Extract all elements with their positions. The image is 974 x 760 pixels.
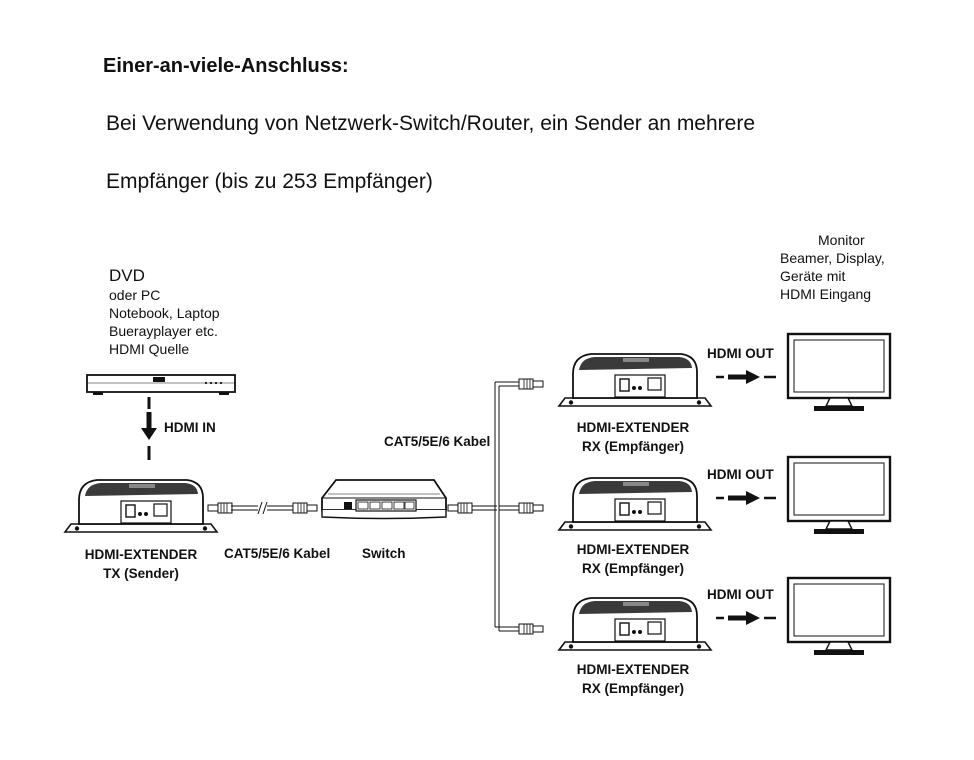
monitor-icon [786, 455, 892, 536]
rx-extender [558, 353, 712, 407]
hdmi-out-arrow [716, 491, 776, 505]
tx-label: HDMI-EXTENDER TX (Sender) [71, 545, 211, 583]
display-note-line: Geräte mit [780, 268, 846, 284]
source-line: oder PC [109, 287, 161, 303]
display-note-line: Monitor [818, 232, 865, 248]
hdmi-in-arrow [141, 397, 157, 460]
cable-tx-switch [207, 501, 318, 515]
hdmi-in-label: HDMI IN [164, 420, 216, 435]
intro-line-1: Bei Verwendung von Netzwerk-Switch/Route… [106, 112, 756, 135]
dvd-player [86, 374, 236, 395]
tx-extender [64, 479, 218, 533]
source-title: DVD [109, 266, 145, 285]
network-switch [321, 479, 447, 520]
rx-label-line: RX (Empfänger) [581, 439, 684, 454]
hdmi-out-label: HDMI OUT [707, 346, 774, 361]
intro-line-2: Empfänger (bis zu 253 Empfänger) [106, 170, 433, 193]
rx-label-line: HDMI-EXTENDER [576, 420, 690, 435]
display-note: Monitor Beamer, Display, Geräte mit HDMI… [780, 231, 910, 303]
rx-label: HDMI-EXTENDER RX (Empfänger) [563, 660, 703, 698]
tx-label-line: HDMI-EXTENDER [84, 547, 198, 562]
rx-label-line: RX (Empfänger) [581, 561, 684, 576]
monitor-icon [786, 332, 892, 413]
cable-switch-receivers [447, 378, 544, 635]
hdmi-out-arrow [716, 370, 776, 384]
source-line: HDMI Quelle [109, 341, 190, 357]
page-title: Einer-an-viele-Anschluss: [103, 55, 349, 77]
rx-extender [558, 597, 712, 651]
rx-label-line: HDMI-EXTENDER [576, 542, 690, 557]
source-line: Notebook, Laptop [109, 305, 220, 321]
rx-label-line: HDMI-EXTENDER [576, 662, 690, 677]
hdmi-out-arrow [716, 611, 776, 625]
monitor-icon [786, 576, 892, 657]
hdmi-out-label: HDMI OUT [707, 587, 774, 602]
rx-label: HDMI-EXTENDER RX (Empfänger) [563, 540, 703, 578]
tx-label-line: TX (Sender) [103, 566, 179, 581]
source-line: Buerayplayer etc. [109, 323, 218, 339]
cable-label: CAT5/5E/6 Kabel [224, 546, 331, 561]
rx-label-line: RX (Empfänger) [581, 681, 684, 696]
cable-label: CAT5/5E/6 Kabel [384, 434, 491, 449]
rx-label: HDMI-EXTENDER RX (Empfänger) [563, 418, 703, 456]
rx-extender [558, 477, 712, 531]
display-note-line: Beamer, Display, [780, 250, 885, 266]
hdmi-out-label: HDMI OUT [707, 467, 774, 482]
switch-label: Switch [362, 546, 406, 561]
display-note-line: HDMI Eingang [780, 286, 872, 302]
source-note: DVD oder PC Notebook, Laptop Buerayplaye… [109, 265, 220, 358]
